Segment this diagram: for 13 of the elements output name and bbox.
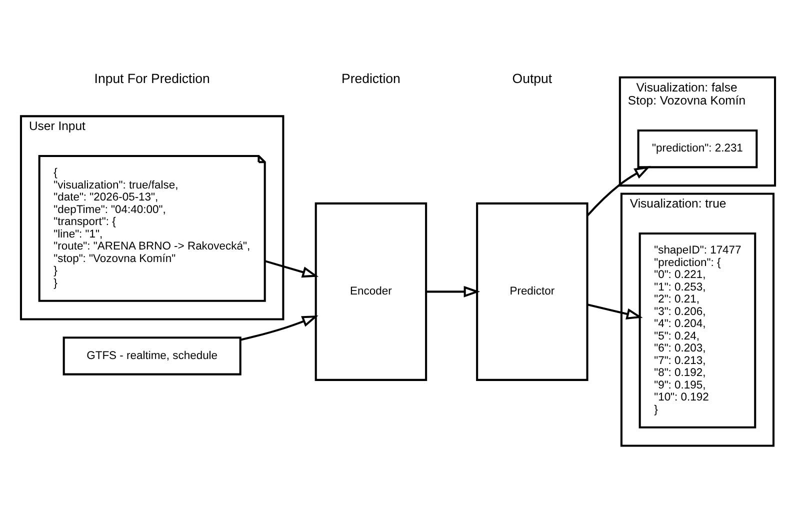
arrow — [587, 303, 643, 319]
node-box: "prediction": 2.231 — [637, 128, 758, 168]
label: Output — [512, 70, 552, 86]
arrow — [264, 260, 319, 278]
node-box: Predictor — [476, 202, 588, 380]
label: Input For Prediction — [94, 70, 210, 86]
node-box: GTFS - realtime, schedule — [62, 336, 242, 375]
node-box: "shapeID": 17477 "prediction": { "0": 0.221, "1": 0.253, "2": 0.21, "3": 0.206, "4": 0.204, "5": 0.24, "6": 0.203, "7": 0.213, "8": 0.192, "9": 0.195, "10": 0.192 } — [638, 232, 756, 428]
arrow — [426, 285, 480, 297]
arrow — [586, 165, 651, 216]
label: Prediction — [342, 70, 400, 86]
node-box: Encoder — [314, 202, 428, 380]
arrow — [240, 314, 318, 340]
